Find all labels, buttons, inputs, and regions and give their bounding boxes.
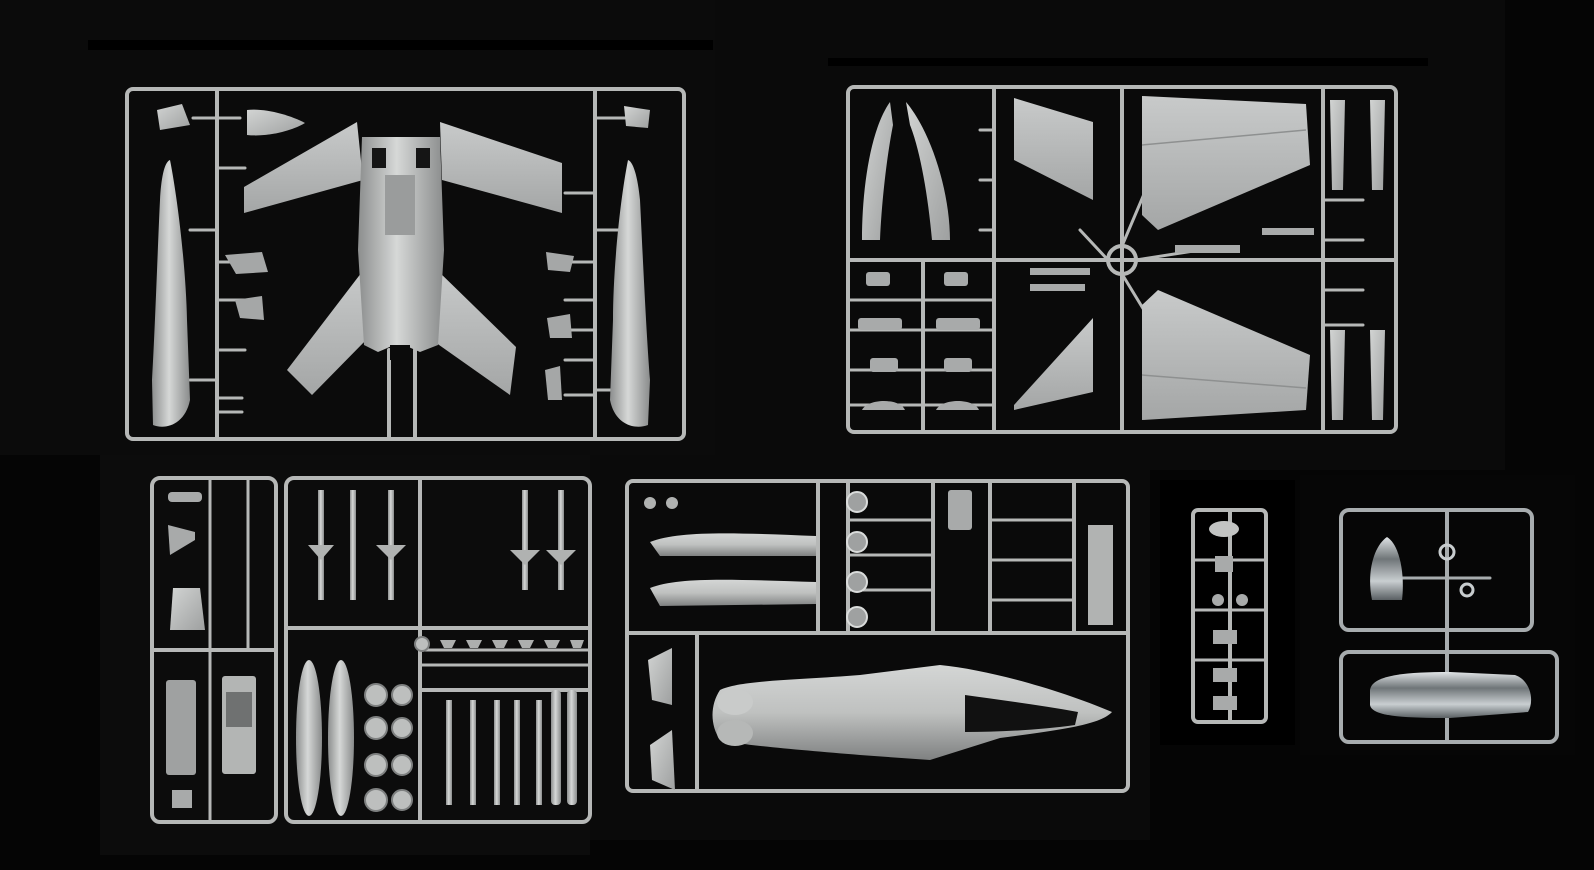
sprue-b [846, 85, 1398, 434]
sprue-d [625, 479, 1130, 793]
sprue-a-parts [152, 104, 650, 427]
sprue-b-parts [858, 96, 1385, 420]
sprue-f-parts [1370, 537, 1532, 718]
sprue-e [1191, 508, 1268, 724]
sprue-d-parts [644, 490, 1113, 790]
sprue-c [150, 476, 592, 824]
sprue-a [125, 87, 686, 441]
sprue-c-parts [166, 490, 584, 816]
sprue-e-parts [1209, 521, 1248, 710]
